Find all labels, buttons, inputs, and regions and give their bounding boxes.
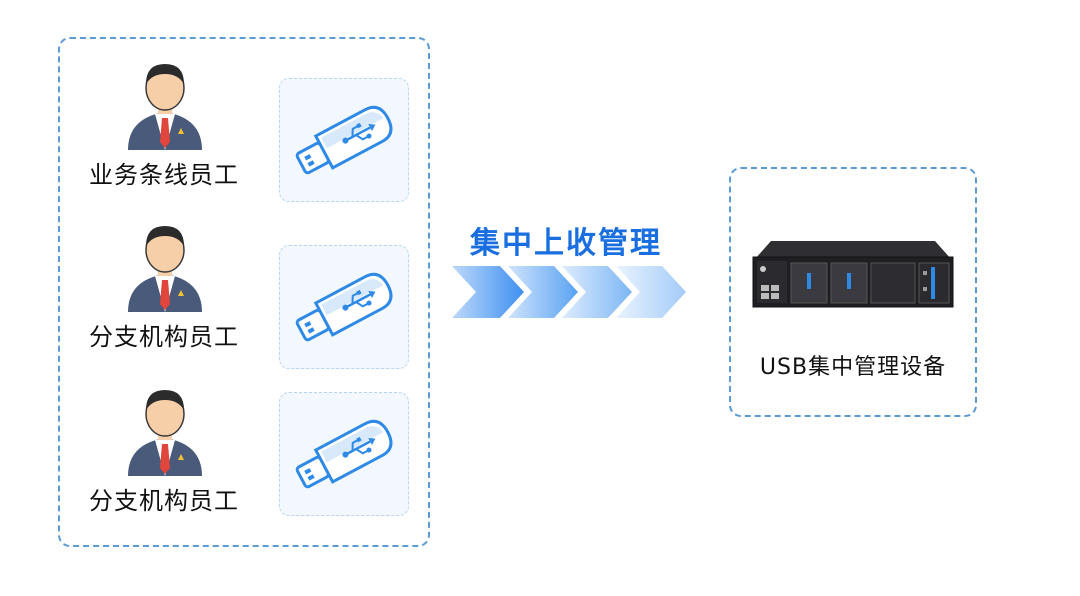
- employee-avatar-icon: [128, 390, 202, 476]
- employee-branch-2: 分支机构员工: [74, 386, 254, 526]
- usb-drive-icon: [295, 272, 393, 342]
- employee-business-line: 业务条线员工: [74, 60, 254, 200]
- usb-card-1: [279, 78, 409, 202]
- usb-card-3: [279, 392, 409, 516]
- employee-label: 分支机构员工: [89, 487, 239, 515]
- employee-label: 分支机构员工: [89, 323, 239, 351]
- flow-label: 集中上收管理: [470, 226, 662, 261]
- employee-branch-1: 分支机构员工: [74, 222, 254, 362]
- usb-drive-icon: [295, 105, 393, 175]
- employee-avatar-icon: [128, 226, 202, 312]
- server-device-icon: [752, 241, 954, 308]
- employee-avatar-icon: [128, 64, 202, 150]
- employee-label: 业务条线员工: [89, 161, 239, 189]
- employee-group-box: [58, 37, 430, 547]
- device-box: USB集中管理设备: [729, 167, 977, 417]
- flow-arrows-icon: [452, 266, 686, 318]
- device-label: USB集中管理设备: [759, 355, 947, 380]
- usb-drive-icon: [295, 419, 393, 489]
- usb-card-2: [279, 245, 409, 369]
